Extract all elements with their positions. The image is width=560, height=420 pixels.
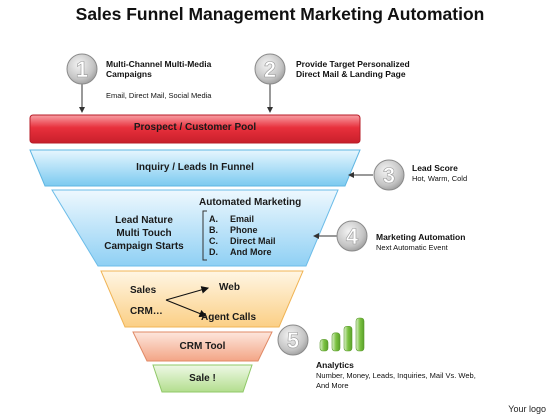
list-item-text: Phone (230, 225, 258, 235)
step1-subtitle: Email, Direct Mail, Social Media (106, 91, 212, 100)
list-item: C. Direct Mail (209, 236, 299, 247)
step-circle-2 (254, 53, 286, 85)
list-item-text: And More (230, 247, 272, 257)
sale-label: Sale ! (189, 373, 216, 384)
analytics-bar (355, 317, 365, 352)
sales-band (100, 270, 304, 328)
list-item-letter: A. (209, 214, 218, 224)
web-label: Web (219, 282, 240, 293)
agent-calls-label: Agent Calls (201, 312, 257, 323)
step-circle-1 (66, 53, 98, 85)
crm-band (132, 331, 273, 362)
page-title: Sales Funnel Management Marketing Automa… (75, 4, 485, 24)
step3-subtitle: Hot, Warm, Cold (412, 174, 468, 183)
step-number-3: 3 (383, 163, 395, 188)
step-circle-3 (373, 159, 405, 191)
list-item-text: Direct Mail (230, 236, 276, 246)
analytics-bar (343, 325, 353, 352)
list-item-letter: D. (209, 247, 218, 257)
step-circle-5 (277, 324, 309, 356)
sale-band (152, 364, 253, 393)
inquiry-band (29, 149, 361, 187)
step3-title: Lead Score (412, 163, 458, 173)
analytics-bar (319, 339, 329, 352)
sales-arrow-web (165, 286, 210, 301)
step4-subtitle: Next Automatic Event (376, 243, 448, 252)
sales-label: Sales (130, 285, 157, 296)
list-item-letter: C. (209, 236, 218, 246)
lead-nature-line-1: Lead Nature (115, 215, 173, 226)
list-item: D. And More (209, 247, 299, 258)
automated-marketing-list: A. Email B. Phone C. Direct Mail D. And More (209, 214, 299, 258)
automated-band (51, 189, 339, 267)
lead-nature-line-2: Multi Touch (116, 228, 172, 239)
step1-title: Multi-Channel Multi-Media Campaigns (106, 59, 212, 79)
crm-tool-label: CRM Tool (179, 341, 226, 352)
step-number-5: 5 (287, 328, 299, 353)
logo-text: Your logo (508, 404, 546, 414)
list-item-letter: B. (209, 225, 218, 235)
pool-band (29, 114, 361, 144)
step5-subtitle: Number, Money, Leads, Inquiries, Mail Vs… (316, 371, 476, 390)
step4-title: Marketing Automation (376, 232, 466, 242)
list-item: A. Email (209, 214, 299, 225)
analytics-bar (331, 332, 341, 352)
list-item: B. Phone (209, 225, 299, 236)
list-item-text: Email (230, 214, 255, 224)
automated-marketing-heading: Automated Marketing (199, 197, 302, 208)
crm-dots-label: CRM… (130, 306, 163, 317)
list-bracket (202, 210, 207, 261)
analytics-bars-icon (319, 317, 365, 352)
step-number-1: 1 (76, 57, 88, 82)
lead-nature-block: Lead Nature Multi Touch Campaign Starts (98, 214, 190, 253)
step-number-4: 4 (346, 224, 359, 249)
step-circle-4 (336, 220, 368, 252)
pool-label: Prospect / Customer Pool (133, 122, 257, 133)
step5-title: Analytics (316, 360, 354, 370)
sales-arrow-agent (165, 299, 208, 318)
lead-nature-line-3: Campaign Starts (104, 241, 184, 252)
step-number-2: 2 (264, 57, 276, 82)
inquiry-label: Inquiry / Leads In Funnel (136, 162, 254, 173)
step2-title: Provide Target Personalized Direct Mail … (296, 59, 410, 79)
